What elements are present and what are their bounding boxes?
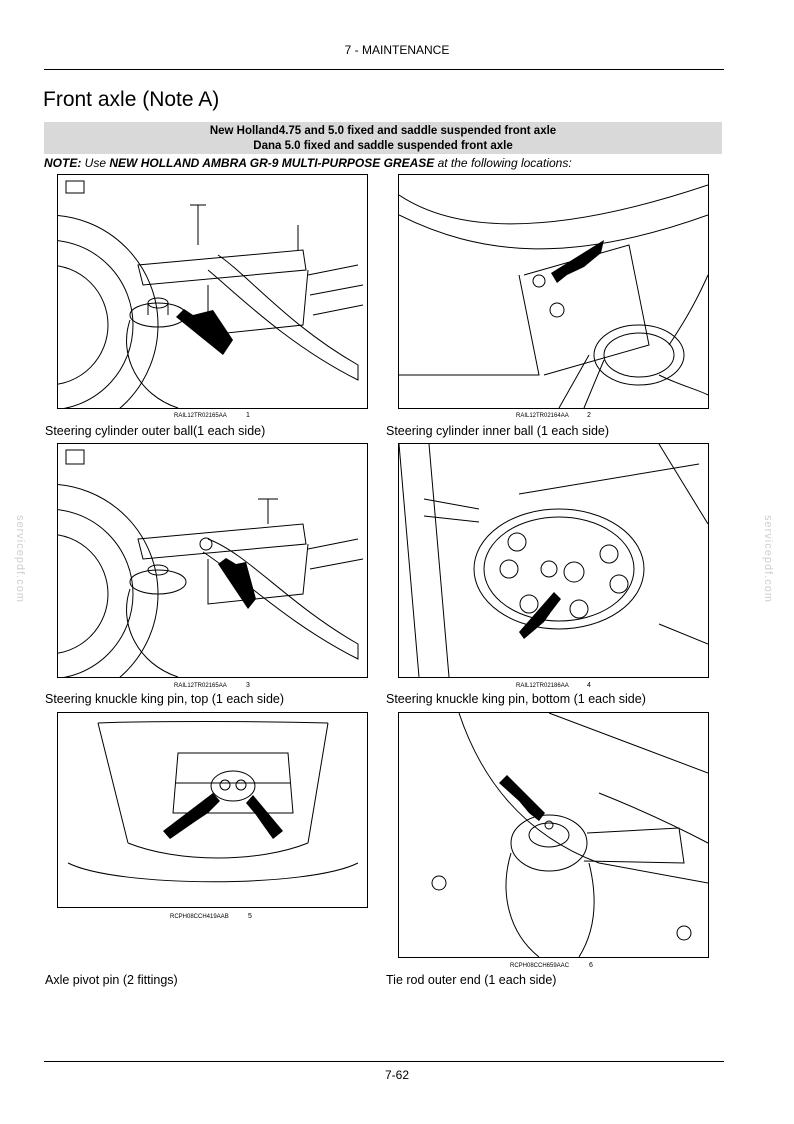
watermark-right: servicepdf.com [762,515,774,603]
figure-2-caption: Steering cylinder inner ball (1 each sid… [386,424,610,438]
figure-3-illustration [57,443,368,678]
band-line-1: New Holland4.75 and 5.0 fixed and saddle… [209,125,557,137]
figure-5-illustration [57,712,368,908]
figure-6-number: 6 [589,962,593,969]
section-header: 7 - MAINTENANCE [344,43,450,57]
figure-4-ref: RAIL12TR02186AA [516,683,569,689]
header-rule [44,69,724,70]
page-title: Front axle (Note A) [43,88,220,111]
figure-4-number: 4 [587,682,591,689]
figure-2-ref: RAIL12TR02164AA [516,413,569,419]
figure-4-caption: Steering knuckle king pin, bottom (1 eac… [386,692,646,706]
figure-1-illustration [57,174,368,409]
figure-2-illustration [398,174,709,409]
figure-5-number: 5 [248,913,252,920]
page-number: 7-62 [384,1068,410,1082]
figure-3-caption: Steering knuckle king pin, top (1 each s… [45,692,285,706]
figure-5-ref: RCPH08CCH419AAB [170,914,229,920]
figure-6-illustration [398,712,709,958]
figure-5-caption: Axle pivot pin (2 fittings) [45,973,178,987]
note: NOTE: Use NEW HOLLAND AMBRA GR-9 MULTI-P… [44,156,572,170]
figure-3-number: 3 [246,682,250,689]
note-text-2: at the following locations: [434,156,572,170]
figure-1-caption: Steering cylinder outer ball(1 each side… [45,424,266,438]
band-line-2: Dana 5.0 fixed and saddle suspended fron… [253,140,513,152]
watermark-left: servicepdf.com [14,515,26,603]
note-text-1: Use [81,156,110,170]
figure-6-caption: Tie rod outer end (1 each side) [386,973,557,987]
figure-3-ref: RAIL12TR02165AA [174,683,227,689]
figure-4-illustration [398,443,709,678]
figure-2-number: 2 [587,412,591,419]
figure-1-ref: RAIL12TR02165AA [174,413,227,419]
footer-rule [44,1061,724,1062]
figure-6-ref: RCPH08CCH659AAC [510,963,570,969]
figure-1-number: 1 [246,412,250,419]
note-product: NEW HOLLAND AMBRA GR-9 MULTI-PURPOSE GRE… [109,156,435,170]
note-label: NOTE: [44,156,82,170]
title-band: New Holland4.75 and 5.0 fixed and saddle… [44,122,722,154]
